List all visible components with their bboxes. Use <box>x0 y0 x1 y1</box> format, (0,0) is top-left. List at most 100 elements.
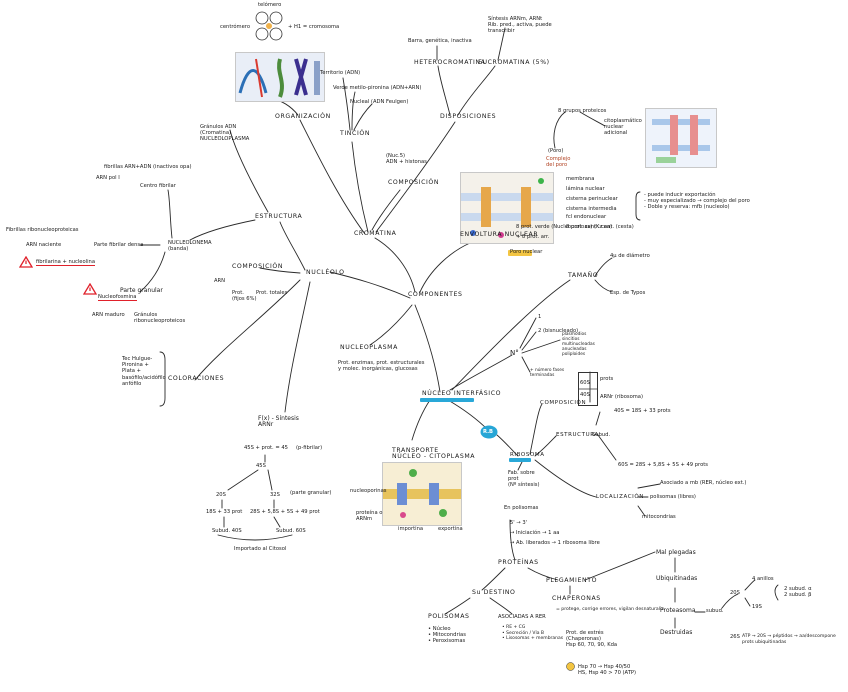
ribosome-subud: Subud. <box>592 432 611 438</box>
pore-groups: 8 grupos proteicos <box>558 108 607 114</box>
link-chromatin-staining <box>351 141 369 233</box>
heterochromatin-node: HETEROCROMATINA <box>414 59 486 66</box>
function-formula: 45S + prot. = 45 <box>244 445 288 451</box>
chromatin-node: CROMATINA <box>354 230 397 237</box>
link-ribo-fn <box>517 461 523 471</box>
function-title: F(x) - Síntesis ARNr <box>258 415 299 429</box>
link-ribo-proteins <box>509 519 516 561</box>
link-stain-1 <box>342 77 351 131</box>
nucleolus-prot: Prot. (fijos 6%) <box>232 290 257 303</box>
hsp-desc: Prot. de estrés (Chaperonas) Hsp 60, 70,… <box>566 630 618 649</box>
transport-label: exportina <box>438 526 463 532</box>
link-sub-20s <box>721 593 739 609</box>
function-45s: 45S <box>256 463 266 469</box>
function-20s: 20S <box>216 492 226 498</box>
prot-totales: Prot. totales <box>256 290 288 296</box>
warning-text: Nucleofosmina <box>98 294 137 302</box>
rb-badge-label: R.B <box>483 429 494 435</box>
components-node: COMPONENTES <box>408 291 463 298</box>
link-size-a <box>594 257 613 277</box>
organization-node: ORGANIZACIÓN <box>275 113 331 120</box>
staining-node: TINCIÓN <box>340 130 371 137</box>
granules-adn: Gránulos ADN (Cromatina) NUCLEOLOPLASMA <box>200 124 250 143</box>
size-b: Esp. de Typos <box>610 290 646 296</box>
link-rb-ribosome <box>496 434 519 457</box>
rer-list: • RE + CG • Secreción / Vía B • Lisosoma… <box>502 625 564 641</box>
ribosome-loc1: Asociado a mb (RER, núcleo ext.) <box>660 480 747 486</box>
link-eu-desc <box>497 27 506 61</box>
function-granular: (parte granular) <box>290 490 332 496</box>
link-dest-poly <box>444 597 471 615</box>
ribosome-polysomes: En polisomas <box>504 505 539 511</box>
number-1: 1 <box>538 314 542 320</box>
size-node: TAMAÑO <box>568 272 599 279</box>
ribosome-arn: ARNr (ribosoma) <box>600 394 644 400</box>
link-dest-rer <box>489 597 513 615</box>
nucleoplasm-desc: Prot. enzimas, prot. estructurales y mol… <box>338 360 425 373</box>
link-poro-anillos <box>579 111 606 127</box>
ribosome-40-eq: 40S = 18S + 33 prots <box>614 408 671 414</box>
link-nucleolonema-fibrillar <box>167 189 173 239</box>
link-root-num <box>449 354 513 391</box>
link-arr-hetero <box>437 65 451 116</box>
envelope-label: 8 prot. centr. cent. (cesta) <box>566 224 634 230</box>
function-60s: Subud. 60S <box>276 528 306 534</box>
destiny-node: Su DESTINO <box>472 589 516 596</box>
ribosome-step: → Iniciación → 1 aa <box>510 530 560 536</box>
rer-node: ASOCIADAS A RER <box>498 614 546 620</box>
link-size-b <box>594 279 613 293</box>
envelope-label: lámina nuclear <box>566 186 605 192</box>
link-root-transport <box>411 399 431 441</box>
stain-item: Nucleal (ADN Feulgen) <box>350 99 409 105</box>
proteasome-20s: 20S <box>730 590 740 596</box>
nucleolus-node: NUCLÉOLO <box>306 269 345 276</box>
arn-naciente: ARN naciente <box>26 242 62 248</box>
stains-list: Tec Hulgue- Pironina + Plata + basófilo/… <box>122 356 166 387</box>
function-32s: 32S <box>270 492 280 498</box>
structure-node: ESTRUCTURA <box>255 213 303 220</box>
fibrillar-center: Centro fibrilar <box>140 183 176 189</box>
link-chromatin-arrangements <box>375 121 456 233</box>
transport-label: proteína o ARNm <box>356 510 383 523</box>
ribosome-step: → Ab. liberados → 1 ribosoma libre <box>510 540 600 546</box>
link-poro-up <box>553 111 566 149</box>
nucleolus-composition: COMPOSICIÓN <box>232 263 284 270</box>
link-structure-granules <box>229 129 269 213</box>
link-ribo-comp <box>529 403 543 455</box>
proteasome-sub: 2 subud. α 2 subud. β <box>784 586 812 599</box>
ribosome-loc3: mitocondrias <box>642 514 676 520</box>
link-chromatin-organization <box>299 119 366 235</box>
link-arr-eu <box>457 65 496 116</box>
arn-maduro: ARN maduro <box>92 312 125 318</box>
nucleolonema-node: NUCLEOLONEMA (banda) <box>168 240 212 253</box>
proteasome-subud: subud. <box>706 608 724 614</box>
link-components-nucleoplasm <box>369 304 413 346</box>
ribonucleo-fibrils: Fibrillas ribonucleoproteicas <box>6 227 79 233</box>
envelope-note: - puede inducir exportación - muy especi… <box>644 192 750 211</box>
envelope-label: fcl endonuclear <box>566 214 607 220</box>
envelope-label: (Poro) <box>548 148 564 154</box>
proteasome-4: 4 anillos <box>752 576 774 582</box>
pol-label: ARN pol I <box>96 175 120 181</box>
ribosome-composition: COMPOSICIÓN <box>540 400 587 406</box>
heterochromatin-desc: Barra, genética, inactiva <box>408 38 472 44</box>
transport-label: nucleoporinas <box>350 488 387 494</box>
colorations-node: COLORACIONES <box>168 375 225 382</box>
link-root-components <box>414 304 441 393</box>
ribosome-prot: prots <box>600 376 614 382</box>
nuclear-envelope-figure <box>460 172 554 244</box>
ribonucleo-granules: Gránulos ribonucleoproteicos <box>134 312 186 325</box>
root-node: NÚCLEO INTERFÁSICO <box>422 390 502 397</box>
pore-complex-figure <box>645 108 717 168</box>
ribosome-60s: 60S <box>580 380 590 386</box>
ribosome-fn: Fab. sobre prot (Nº síntesis) <box>508 470 540 489</box>
link-nucleolus-structure <box>279 221 306 271</box>
ribosome-highlight <box>509 458 531 462</box>
warning-icon <box>83 283 97 295</box>
envelope-label: 8 prot. verde (Nucleoporinas) (Kz aa) <box>516 224 613 230</box>
link-stain-3 <box>353 103 373 131</box>
destroyed-node: Destruidas <box>660 629 693 636</box>
number-list: plasmodios sincitios multinucleadas anuc… <box>562 332 595 357</box>
